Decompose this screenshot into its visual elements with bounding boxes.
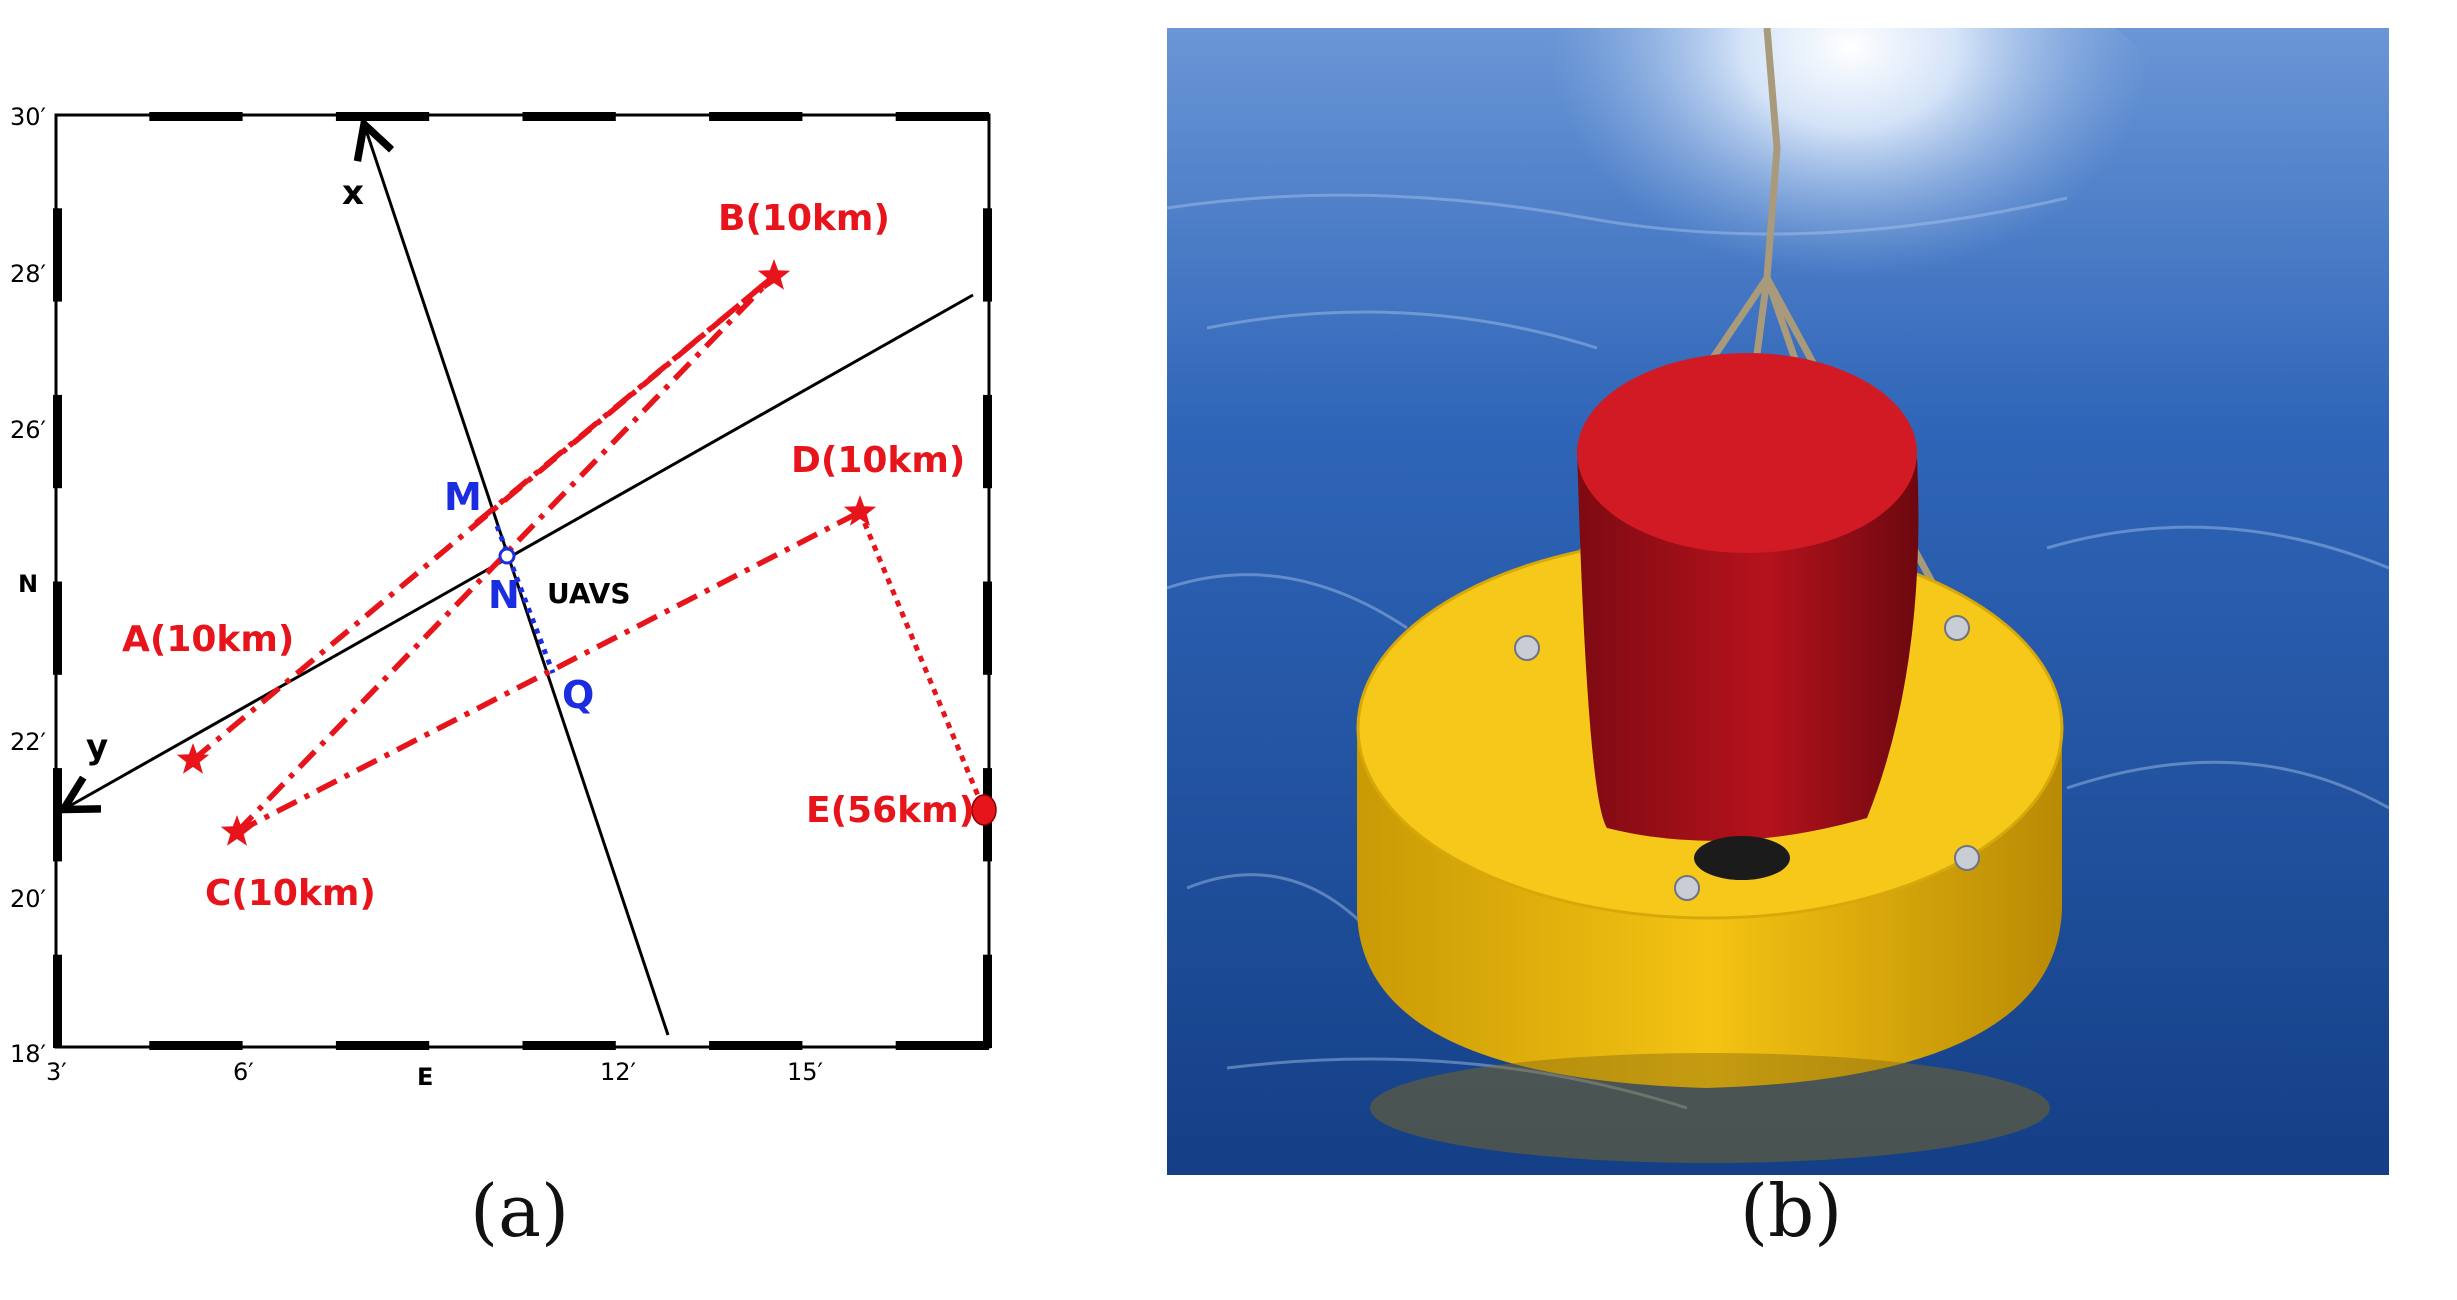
point-m-label: M [444,475,482,519]
frame-tick [895,112,989,121]
y-axis-label: y [86,727,108,767]
map-figure: 30′ 28′ 26′ N 22′ 20′ 18′ 3′ 6′ E 12′ 15… [10,103,997,1091]
station-paths [191,273,862,835]
frame-tick [983,581,992,675]
lat-axis-letter: N [18,570,38,598]
frame-tick [983,394,992,489]
lat-tick-22: 22′ [10,728,46,756]
lat-tick-28: 28′ [10,260,46,288]
station-b-label: B(10km) [718,198,890,239]
station-d-label: D(10km) [791,440,965,481]
frame-tick [149,1041,243,1050]
caption-b: (b) [1740,1169,1843,1253]
frame-tick [335,1041,430,1050]
station-e-label: E(56km) [806,790,975,831]
caption-a: (a) [470,1169,570,1253]
frame-tick [983,954,992,1048]
frame-tick [53,954,62,1048]
lon-axis-letter: E [417,1063,433,1091]
station-b-star-icon [757,259,791,290]
frame-tick [53,394,62,489]
path-c-d [235,509,862,835]
shackles [1514,615,1980,901]
uavs-marker [498,547,516,565]
station-c-star-icon [220,815,254,846]
point-n-label: N [488,573,520,617]
path-c-b [235,274,776,834]
frame-tick [149,112,243,121]
frame-tick [522,112,616,121]
frame-tick [53,768,62,862]
cover-top [1577,353,1917,553]
station-c-label: C(10km) [205,873,376,914]
center-label: UAVS [547,577,630,610]
path-m-b [474,273,776,526]
frame-tick [983,208,992,302]
station-e-marker [971,794,997,826]
point-q-label: Q [562,673,594,717]
sensor-housing [1694,836,1790,880]
lat-tick-30: 30′ [10,103,46,131]
lat-tick-20: 20′ [10,885,46,913]
lon-tick-6: 6′ [233,1058,254,1086]
lon-tick-3: 3′ [46,1058,67,1086]
frame-tick [895,1041,989,1050]
buoy-photo [1167,28,2389,1175]
x-axis-label: x [342,173,364,213]
path-d-e [857,511,987,811]
y-axis-line [66,293,974,808]
station-d-star-icon [843,495,877,526]
frame-tick [53,581,62,675]
lat-tick-26: 26′ [10,416,46,444]
frame-tick [335,112,430,121]
station-a-star-icon [176,743,210,774]
lon-tick-12: 12′ [600,1058,636,1086]
station-markers [176,259,877,846]
lon-tick-15: 15′ [787,1058,823,1086]
lat-tick-18: 18′ [10,1040,46,1068]
frame-tick [53,208,62,302]
buoy-reflection [1370,1053,2050,1163]
instrument-cover [1577,448,1919,841]
frame-tick [522,1041,616,1050]
frame-tick [709,1041,803,1050]
map-frame [54,113,991,1049]
frame-tick [709,112,803,121]
station-a-label: A(10km) [122,619,294,660]
